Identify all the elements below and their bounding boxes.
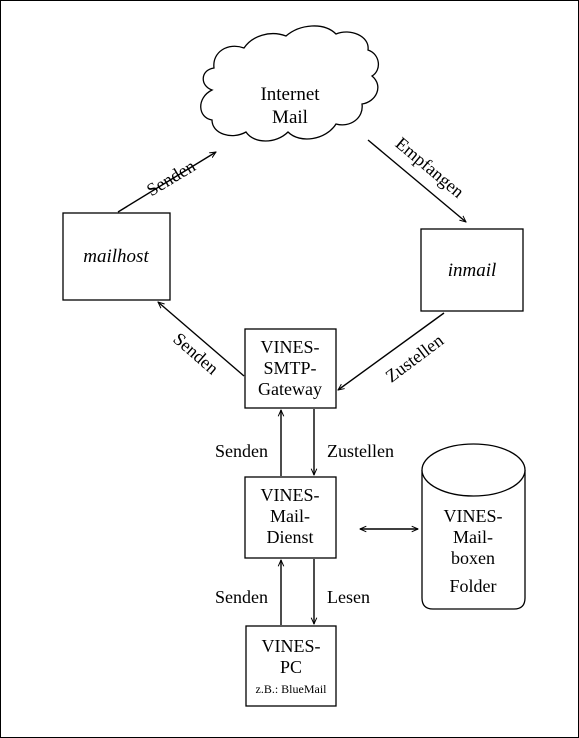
edge-label-lesen: Lesen [327, 587, 370, 607]
smtp-gateway-box: VINES- SMTP- Gateway [244, 328, 337, 409]
gateway-label-line3: Gateway [258, 379, 322, 399]
edge-label-senden-gateway: Senden [215, 441, 268, 461]
inmail-label: inmail [448, 260, 497, 281]
internet-mail-cloud: Internet Mail [200, 25, 379, 142]
pc-label-line1: VINES- [262, 636, 321, 656]
mailhost-label: mailhost [83, 246, 149, 267]
pc-label-line3: z.B.: BlueMail [256, 682, 328, 696]
inmail-box: inmail [420, 228, 524, 312]
dienst-label-line2: Mail- [270, 506, 310, 526]
arrow-internet-to-inmail [367, 139, 466, 222]
mailboxen-label-line2: Mail- [453, 527, 493, 547]
cloud-label-line2: Mail [272, 107, 308, 128]
mailboxen-label-line1: VINES- [444, 506, 503, 526]
edge-label-senden-dienst: Senden [215, 587, 268, 607]
dienst-label-line3: Dienst [267, 527, 314, 547]
mailboxen-folder-label: Folder [450, 576, 497, 596]
mailhost-box: mailhost [62, 212, 171, 301]
edge-label-zustellen-dienst: Zustellen [327, 441, 394, 461]
cloud-label-line1: Internet [260, 84, 320, 105]
mailboxen-cylinder: VINES- Mail- boxen Folder [421, 443, 526, 610]
dienst-label-line1: VINES- [261, 485, 320, 505]
arrow-mailhost-to-internet [117, 152, 216, 213]
mail-dienst-box: VINES- Mail- Dienst [244, 476, 337, 559]
gateway-label-line1: VINES- [261, 337, 320, 357]
vines-pc-box: VINES- PC z.B.: BlueMail [245, 625, 337, 707]
gateway-label-line2: SMTP- [263, 358, 316, 378]
pc-label-line2: PC [280, 657, 302, 677]
arrow-inmail-to-gateway [338, 312, 445, 390]
mailboxen-label-line3: boxen [451, 548, 495, 568]
arrow-gateway-to-mailhost [158, 302, 245, 377]
